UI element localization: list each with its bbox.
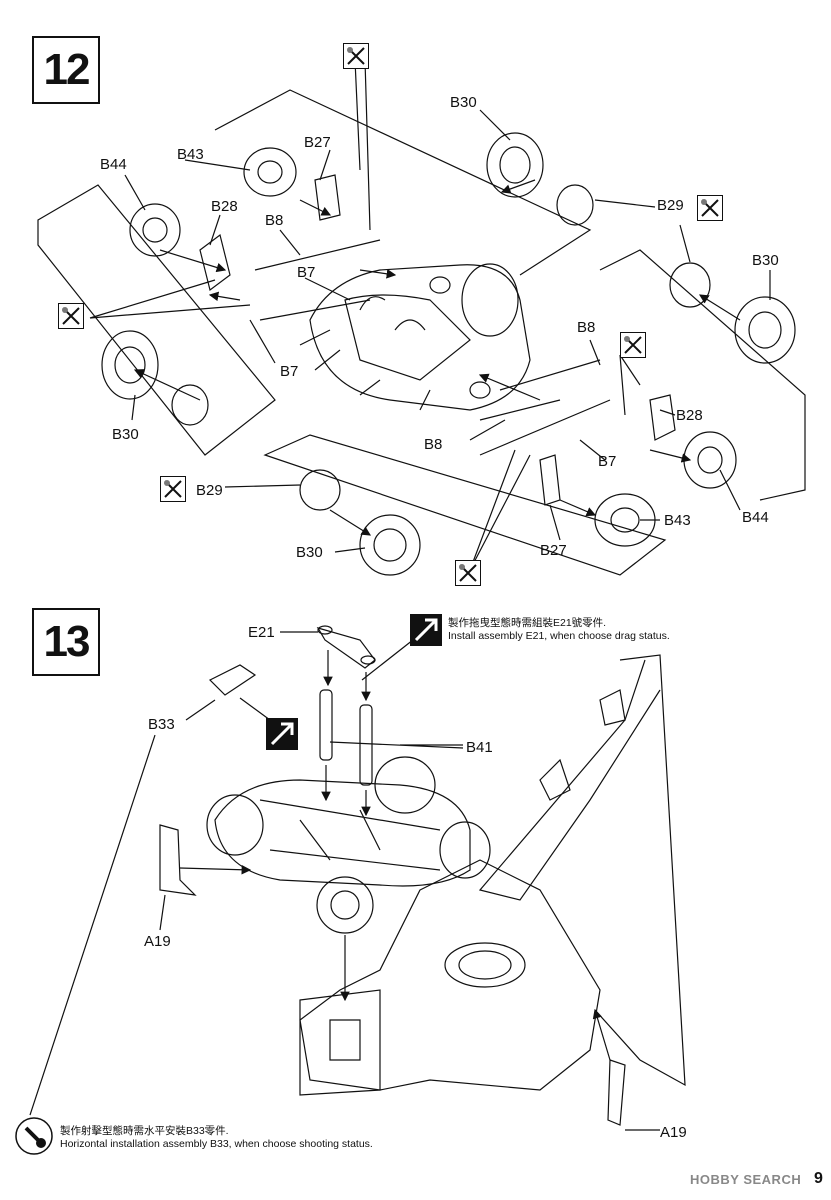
cut-sprue-icon	[58, 303, 84, 329]
part-label-b30: B30	[112, 426, 139, 443]
part-label-b8: B8	[577, 319, 596, 336]
page-number: 9	[814, 1170, 823, 1187]
part-label-b30: B30	[296, 544, 323, 561]
shoot-note-chinese: 製作射擊型態時需水平安裝B33零件.	[60, 1125, 229, 1137]
part-label-b33: B33	[148, 716, 175, 733]
part-label-b28: B28	[676, 407, 703, 424]
choose-option-icon	[266, 718, 298, 750]
part-label-b29: B29	[657, 197, 684, 214]
part-label-e21: E21	[248, 624, 275, 641]
cut-sprue-icon	[160, 476, 186, 502]
part-label-b43: B43	[177, 146, 204, 163]
part-label-b30: B30	[450, 94, 477, 111]
hobby-search-watermark: HOBBY SEARCH	[690, 1172, 802, 1187]
part-label-b44: B44	[100, 156, 127, 173]
part-label-b8: B8	[265, 212, 284, 229]
part-label-b30: B30	[752, 252, 779, 269]
part-label-b7: B7	[297, 264, 316, 281]
step-number-13: 13	[32, 608, 100, 676]
drag-note-chinese: 製作拖曳型態時需組裝E21號零件.	[448, 617, 607, 629]
part-label-b27: B27	[540, 542, 567, 559]
cut-sprue-icon	[455, 560, 481, 586]
part-label-b7: B7	[598, 453, 617, 470]
part-label-b44: B44	[742, 509, 769, 526]
cut-sprue-icon	[620, 332, 646, 358]
step-number-12: 12	[32, 36, 100, 104]
cut-sprue-icon	[697, 195, 723, 221]
part-label-b8: B8	[424, 436, 443, 453]
part-label-b43: B43	[664, 512, 691, 529]
part-label-b28: B28	[211, 198, 238, 215]
horizontal-install-icon	[14, 1116, 54, 1156]
part-label-a19: A19	[144, 933, 171, 950]
part-label-b7: B7	[280, 363, 299, 380]
cut-sprue-icon	[343, 43, 369, 69]
choose-option-icon	[410, 614, 442, 646]
part-label-b41: B41	[466, 739, 493, 756]
drag-note-english: Install assembly E21, when choose drag s…	[448, 630, 670, 642]
part-label-b27: B27	[304, 134, 331, 151]
shoot-note-english: Horizontal installation assembly B33, wh…	[60, 1138, 373, 1150]
part-label-b29: B29	[196, 482, 223, 499]
part-label-a19: A19	[660, 1124, 687, 1141]
